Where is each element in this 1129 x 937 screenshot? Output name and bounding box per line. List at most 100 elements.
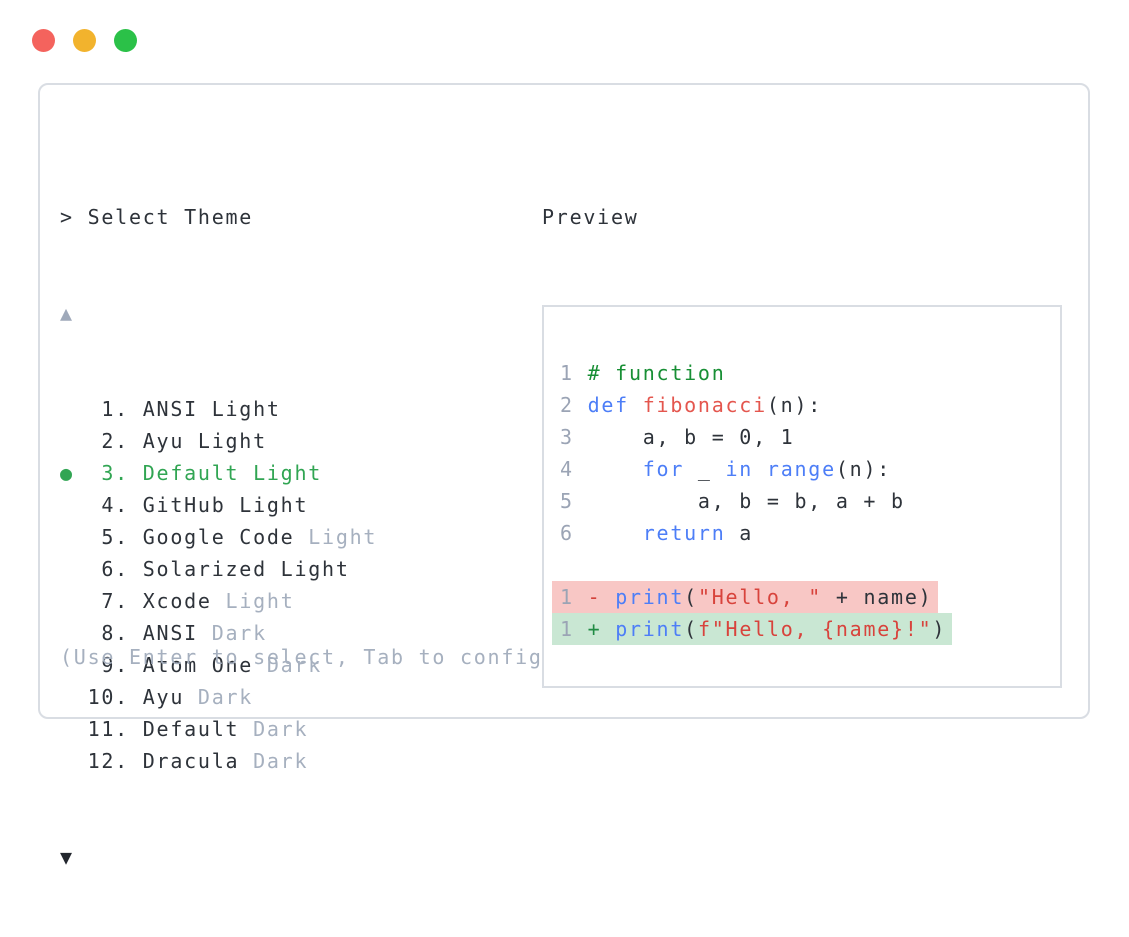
line-number: 1 xyxy=(560,361,588,385)
code-token: print xyxy=(615,585,685,609)
selected-bullet-icon: ● xyxy=(60,461,88,485)
code-token: in xyxy=(725,457,754,481)
theme-list-item[interactable]: 4. GitHub Light xyxy=(60,489,377,521)
theme-item-name: Ayu xyxy=(142,685,185,709)
code-token: ) xyxy=(932,617,947,641)
code-token: range xyxy=(766,457,836,481)
code-token: "Hello, " xyxy=(697,585,823,609)
diff-line-added: 1 + print(f"Hello, {name}!") xyxy=(552,613,1050,645)
theme-item-name: Ayu Light xyxy=(142,429,267,453)
line-number: 6 xyxy=(560,521,588,545)
code-line: 1 # function xyxy=(560,357,1050,389)
theme-item-number: 3. xyxy=(87,461,143,485)
bullet-spacer xyxy=(60,717,88,741)
theme-item-name: Solarized Light xyxy=(142,557,350,581)
theme-list: 1. ANSI Light 2. Ayu Light● 3. Default L… xyxy=(60,393,377,777)
code-token: + name) xyxy=(822,585,933,609)
theme-item-variant: Dark xyxy=(197,621,267,645)
code-line: 4 for _ in range(n): xyxy=(560,453,1050,485)
theme-item-variant: Dark xyxy=(184,685,254,709)
theme-item-name: Default Light xyxy=(142,461,323,485)
code-token: # function xyxy=(587,361,726,385)
diff-minus-sign: - xyxy=(587,585,616,609)
theme-item-name: Dracula xyxy=(142,749,240,773)
code-token: ( xyxy=(684,585,698,609)
theme-item-name: Atom One xyxy=(142,653,254,677)
bullet-spacer xyxy=(60,525,88,549)
code-token xyxy=(588,457,643,481)
theme-selector-left-column: > Select Theme ▲ 1. ANSI Light 2. Ayu Li… xyxy=(60,137,377,937)
diff-highlight-added: 1 + print(f"Hello, {name}!") xyxy=(552,613,953,645)
line-number: 3 xyxy=(560,425,588,449)
code-line: 6 return a xyxy=(560,517,1050,549)
theme-list-item[interactable]: 5. Google Code Light xyxy=(60,521,377,553)
code-token: fibonacci xyxy=(642,393,767,417)
bullet-spacer xyxy=(60,557,88,581)
code-token: a, b = 0, 1 xyxy=(587,425,795,449)
code-token xyxy=(629,393,643,417)
theme-item-number: 12. xyxy=(87,749,143,773)
theme-list-item[interactable]: 12. Dracula Dark xyxy=(60,745,377,777)
theme-list-item[interactable]: 1. ANSI Light xyxy=(60,393,377,425)
maximize-button[interactable] xyxy=(114,29,137,52)
theme-item-number: 6. xyxy=(87,557,143,581)
theme-list-item[interactable]: 11. Default Dark xyxy=(60,713,377,745)
theme-item-name: ANSI xyxy=(142,621,198,645)
bullet-spacer xyxy=(60,685,88,709)
theme-list-item[interactable]: 9. Atom One Dark xyxy=(60,649,377,681)
theme-item-name: GitHub Light xyxy=(142,493,309,517)
code-line: 2 def fibonacci(n): xyxy=(560,389,1050,421)
theme-list-item[interactable]: 6. Solarized Light xyxy=(60,553,377,585)
close-button[interactable] xyxy=(32,29,55,52)
code-token: return xyxy=(642,521,726,545)
bullet-spacer xyxy=(60,749,88,773)
theme-item-number: 4. xyxy=(87,493,143,517)
theme-item-name: Xcode xyxy=(142,589,212,613)
theme-item-variant: Light xyxy=(294,525,378,549)
minimize-button[interactable] xyxy=(73,29,96,52)
code-token: ( xyxy=(684,617,698,641)
diff-plus-sign: + xyxy=(587,617,616,641)
code-line: 3 a, b = 0, 1 xyxy=(560,421,1050,453)
code-line: 5 a, b = b, a + b xyxy=(560,485,1050,517)
line-number: 4 xyxy=(560,457,588,481)
theme-item-number: 11. xyxy=(87,717,143,741)
theme-item-number: 5. xyxy=(87,525,143,549)
theme-list-item[interactable]: 8. ANSI Dark xyxy=(60,617,377,649)
line-number: 1 xyxy=(560,617,588,641)
diff-highlight-removed: 1 - print("Hello, " + name) xyxy=(552,581,939,613)
theme-item-variant: Light xyxy=(211,589,295,613)
theme-item-number: 1. xyxy=(87,397,143,421)
code-token xyxy=(588,521,643,545)
scroll-up-icon: ▲ xyxy=(60,301,74,325)
blank-line xyxy=(560,549,1050,581)
code-token: def xyxy=(587,393,629,417)
diff-line-removed: 1 - print("Hello, " + name) xyxy=(552,581,1050,613)
theme-list-item[interactable]: 2. Ayu Light xyxy=(60,425,377,457)
preview-label: Preview xyxy=(542,205,639,229)
bullet-spacer xyxy=(60,589,88,613)
line-number: 1 xyxy=(560,585,588,609)
theme-item-name: Google Code xyxy=(142,525,295,549)
code-token: _ xyxy=(684,457,726,481)
line-number: 2 xyxy=(560,393,588,417)
theme-item-number: 10. xyxy=(87,685,143,709)
code-token xyxy=(753,457,767,481)
theme-list-item[interactable]: ● 3. Default Light xyxy=(60,457,377,489)
code-token: a xyxy=(725,521,754,545)
line-number: 5 xyxy=(560,489,588,513)
theme-item-name: Default xyxy=(142,717,240,741)
code-token: print xyxy=(615,617,685,641)
theme-item-number: 8. xyxy=(87,621,143,645)
code-token: a, b = b, a + b xyxy=(587,489,905,513)
theme-item-name: ANSI Light xyxy=(142,397,281,421)
theme-item-number: 9. xyxy=(87,653,143,677)
scroll-down-icon: ▼ xyxy=(60,845,74,869)
bullet-spacer xyxy=(60,397,88,421)
theme-list-item[interactable]: 7. Xcode Light xyxy=(60,585,377,617)
code-token: (n): xyxy=(835,457,892,481)
theme-item-variant: Dark xyxy=(239,717,309,741)
theme-list-item[interactable]: 10. Ayu Dark xyxy=(60,681,377,713)
